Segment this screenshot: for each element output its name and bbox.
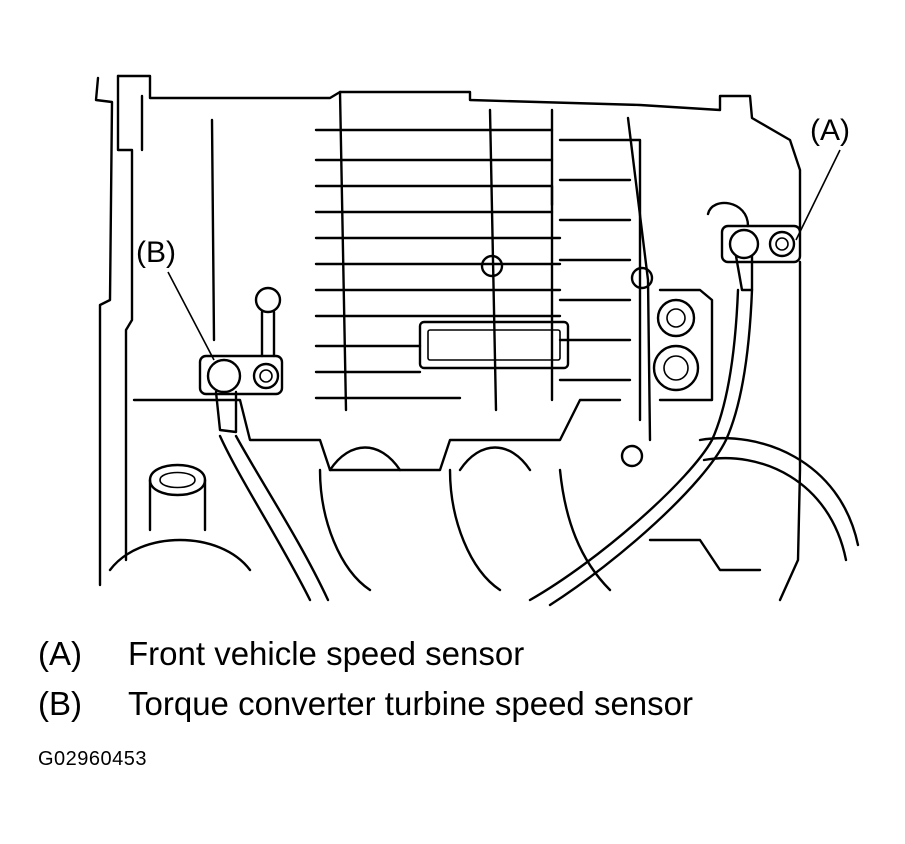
transmission-housing [94, 74, 802, 602]
callout-a-label: (A) [810, 114, 850, 147]
legend-row-a: (A) Front vehicle speed sensor [38, 634, 524, 674]
callout-b-label: (B) [136, 236, 176, 269]
figure-id: G02960453 [38, 748, 148, 770]
lower-case [108, 398, 762, 592]
legend-row-b: (B) Torque converter turbine speed sensor [38, 684, 693, 724]
legend-text: Torque converter turbine speed sensor [128, 685, 693, 722]
valve-body-fins [314, 90, 654, 468]
legend-text: Front vehicle speed sensor [128, 635, 525, 672]
legend-key: (A) [38, 635, 82, 672]
right-side-bosses [652, 288, 714, 402]
callout-a-leader [795, 149, 841, 241]
torque-converter-turbine-speed-sensor [198, 118, 330, 602]
callout-b-leader [167, 271, 215, 361]
front-vehicle-speed-sensor [528, 201, 860, 607]
legend-key: (B) [38, 685, 82, 722]
transmission-illustration: (A) (B) [94, 74, 860, 607]
